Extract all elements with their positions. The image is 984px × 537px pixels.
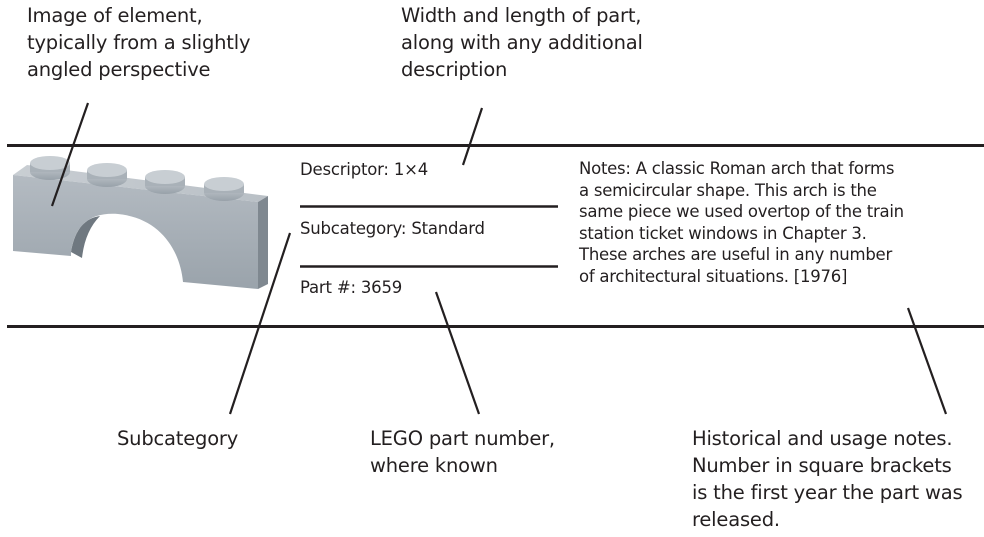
brick-image [13, 156, 268, 289]
callout-notes: Historical and usage notes. Number in sq… [692, 427, 963, 531]
subcategory-field: Subcategory: Standard [300, 219, 485, 238]
leader-image [50, 102, 90, 207]
callout-part-number: LEGO part number, where known [370, 427, 555, 477]
callout-image: Image of element, typically from a sligh… [27, 4, 251, 81]
leader-subcategory [228, 232, 292, 415]
part-number-field: Part #: 3659 [300, 278, 403, 297]
brick-arch-shadow [71, 216, 100, 258]
brick-studs [30, 156, 244, 201]
leader-part-number [434, 291, 481, 415]
brick-front-face [13, 175, 258, 289]
callout-subcategory: Subcategory [117, 427, 239, 450]
descriptor-field: Descriptor: 1×4 [300, 160, 429, 179]
brick-side [258, 196, 268, 289]
notes-field: Notes: A classic Roman arch that forms a… [579, 159, 904, 286]
leader-descriptor [461, 107, 484, 166]
leader-notes [906, 307, 948, 415]
callout-descriptor: Width and length of part, along with any… [401, 4, 643, 81]
